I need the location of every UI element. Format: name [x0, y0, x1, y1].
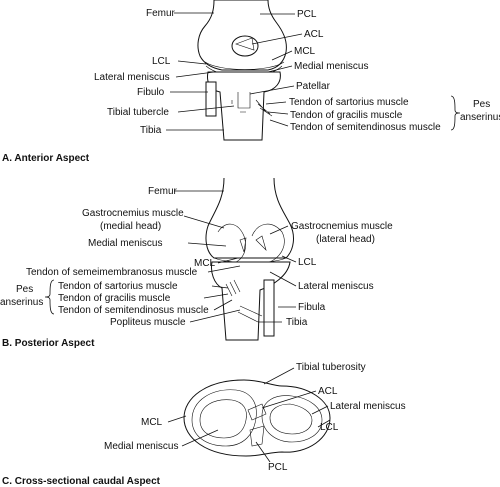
label-a-anserinus: anserinus [460, 112, 500, 123]
label-b-popliteus: Popliteus muscle [110, 317, 186, 328]
label-b-pes: Pes [16, 284, 33, 295]
label-a-tibia: Tibia [140, 125, 162, 136]
panel-caudal: Tibial tuberosity ACL Lateral meniscus M… [2, 362, 406, 487]
caudal-section-drawing [183, 379, 331, 457]
label-a-lateral-meniscus: Lateral meniscus [94, 72, 170, 83]
label-a-patellar: Patellar [296, 81, 331, 92]
label-b-gastro-medial-2: (medial head) [100, 221, 161, 232]
label-b-semimembranosus: Tendon of semeimembranosus muscle [26, 267, 198, 278]
label-c-lateral-meniscus: Lateral meniscus [330, 401, 406, 412]
label-a-fibulo: Fibulo [137, 87, 165, 98]
label-b-gastro-lateral-1: Gastrocnemius muscle [291, 221, 393, 232]
label-a-semitendinosus: Tendon of semitendinosus muscle [290, 122, 441, 133]
anterior-knee-drawing [197, 0, 287, 141]
label-a-pcl: PCL [297, 9, 317, 20]
label-a-gracilis: Tendon of gracilis muscle [290, 110, 403, 121]
label-b-sartorius: Tendon of sartorius muscle [58, 281, 178, 292]
label-b-semitendinosus: Tendon of semitendinosus muscle [58, 305, 209, 316]
label-a-medial-meniscus: Medial meniscus [294, 61, 368, 72]
label-a-acl: ACL [304, 29, 324, 40]
label-b-lateral-meniscus: Lateral meniscus [298, 281, 374, 292]
caption-caudal: C. Cross-sectional caudal Aspect [2, 476, 161, 487]
anterior-leader-lines [166, 12, 461, 131]
label-b-fibula: Fibula [298, 302, 326, 313]
label-c-lcl: LCL [320, 422, 339, 433]
label-a-mcl: MCL [294, 46, 316, 57]
label-b-gastro-medial-1: Gastrocnemius muscle [82, 208, 184, 219]
label-b-femur: Femur [148, 186, 178, 197]
label-b-gracilis: Tendon of gracilis muscle [58, 293, 171, 304]
label-b-medial-meniscus: Medial meniscus [88, 238, 162, 249]
label-a-lcl: LCL [152, 56, 171, 67]
label-c-mcl: MCL [141, 417, 163, 428]
label-a-pes: Pes [473, 99, 490, 110]
caudal-leader-lines [167, 367, 331, 463]
panel-posterior: Femur Gastrocnemius muscle (medial head)… [0, 177, 393, 349]
posterior-leader-lines [44, 190, 297, 323]
posterior-knee-drawing [205, 177, 294, 341]
label-a-femur: Femur [146, 8, 176, 19]
caption-posterior: B. Posterior Aspect [2, 338, 95, 349]
caption-anterior: A. Anterior Aspect [2, 153, 90, 164]
label-b-lcl: LCL [298, 257, 317, 268]
label-c-tibial-tuberosity: Tibial tuberosity [296, 362, 366, 373]
panel-anterior: Femur PCL ACL LCL MCL Lateral meniscus M… [2, 0, 500, 164]
label-b-gastro-lateral-2: (lateral head) [316, 234, 375, 245]
label-c-medial-meniscus: Medial meniscus [104, 441, 178, 452]
label-c-pcl: PCL [268, 462, 288, 473]
label-c-acl: ACL [318, 386, 338, 397]
label-b-anserinus: anserinus [0, 297, 43, 308]
label-b-tibia: Tibia [286, 317, 308, 328]
label-b-mcl: MCL [194, 258, 216, 269]
label-a-tibial-tubercle: Tibial tubercle [107, 107, 169, 118]
label-a-sartorius: Tendon of sartorius muscle [289, 97, 409, 108]
